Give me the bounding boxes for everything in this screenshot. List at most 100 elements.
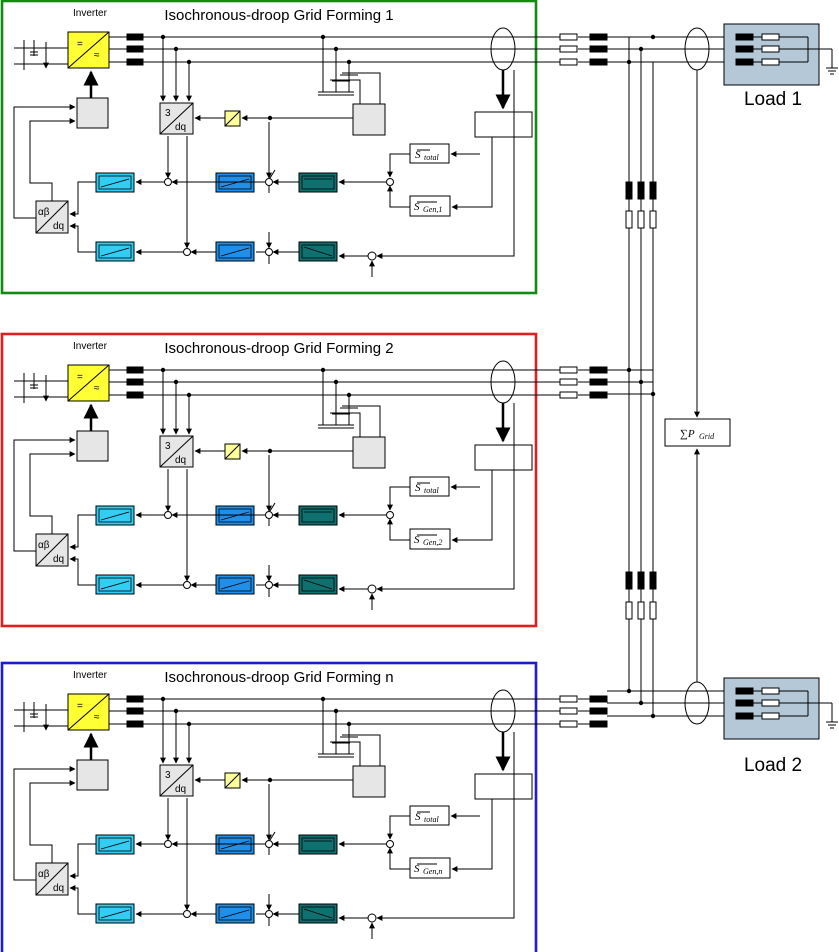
inverter-ac-symbol: ≈: [94, 712, 100, 723]
load-inductor: [735, 712, 754, 720]
s-total-sub: total: [424, 815, 439, 824]
abc-dq-diagonal: [159, 435, 194, 468]
bus-resistor: [625, 210, 633, 229]
current-controller-block: [95, 574, 135, 595]
pll-diagonal: [224, 443, 241, 460]
p-summing-junction: [367, 251, 377, 261]
alphabeta-label: αβ: [38, 869, 50, 880]
power-calc-block: [352, 436, 386, 469]
voltage-controller-block-curve: [100, 511, 130, 521]
abc-label: 3: [165, 108, 171, 119]
line-resistor: [559, 58, 578, 66]
i-summing-junction: [183, 910, 191, 918]
sum-p-sub: Grid: [699, 432, 715, 441]
p-summing-junction: [367, 584, 377, 594]
bus-resistor: [649, 210, 657, 229]
dq-label: dq: [53, 221, 64, 232]
i-ctrl-out: [69, 885, 96, 915]
wire: [342, 734, 381, 766]
s-gen-symbol: S: [414, 201, 420, 213]
load-inductor: [735, 33, 754, 41]
inverter-dc-symbol: =: [77, 372, 83, 383]
v-ctrl-out: [69, 181, 96, 217]
bus-inductor: [649, 571, 657, 590]
series-inductor: [126, 391, 144, 399]
i-ctrl-out: [69, 556, 96, 586]
current-controller-block-curve: [100, 247, 130, 257]
p-droop-block-inner: [301, 244, 335, 259]
bus-inductor: [637, 181, 645, 200]
s-gen-to-sum: [387, 185, 410, 208]
junction-dot: [267, 448, 273, 454]
current-controller-block-inner: [98, 244, 132, 259]
load-resistor: [761, 687, 780, 695]
q-controller-block-curve: [220, 511, 250, 521]
s-gen-body: [409, 857, 451, 879]
p-controller-block-inner: [218, 577, 252, 592]
alphabeta-label: αβ: [38, 207, 50, 218]
v-summing-junction: [164, 178, 172, 186]
q-droop-block-inner: [301, 508, 335, 523]
row2-summing-junction: [265, 248, 273, 256]
load-inductor: [735, 45, 754, 53]
load-resistor: [761, 45, 780, 53]
p-ref-line: [376, 732, 515, 921]
wire: [342, 405, 381, 437]
sum-p-grid-body: [664, 418, 731, 447]
v-ctrl-out: [69, 514, 96, 550]
current-controller-block-curve: [100, 580, 130, 590]
current-controller-block-curve: [100, 909, 130, 919]
q-droop-block-inner: [301, 837, 335, 852]
current-controller-block: [95, 903, 135, 924]
bus-resistor: [637, 210, 645, 229]
s-gen-to-sum: [387, 518, 410, 541]
p-ref-line: [376, 403, 515, 592]
line-resistor: [559, 45, 578, 53]
line-inductor: [589, 58, 608, 66]
s-total-symbol: S: [415, 482, 421, 494]
current-controller-block: [95, 241, 135, 262]
load-1: [723, 23, 838, 86]
series-inductor: [126, 695, 144, 703]
q-droop-block-inner: [301, 175, 335, 190]
s-gen-to-sum: [387, 847, 410, 870]
p-controller-block: [215, 241, 255, 262]
modulator-feedback: [13, 437, 76, 552]
wire: [330, 741, 361, 766]
line-inductor: [589, 378, 608, 386]
load-resistor: [761, 712, 780, 720]
line-resistor: [559, 366, 578, 374]
s-gen-sub: Gen,2: [423, 538, 442, 547]
bus-inductor: [625, 181, 633, 200]
controller-block: [474, 111, 533, 138]
abc-dq-label: dq: [175, 455, 186, 466]
line-inductor: [589, 695, 608, 703]
p-droop-block: [298, 241, 338, 262]
wire: [269, 831, 276, 841]
wire: [269, 502, 276, 512]
modulator-block: [76, 759, 109, 791]
wire: [342, 72, 381, 104]
p-controller-block-curve: [220, 580, 250, 590]
inverter-ac-symbol: ≈: [94, 383, 100, 394]
line-resistor: [559, 695, 578, 703]
s-total-symbol: S: [415, 149, 421, 161]
inverter-diagonal: [67, 693, 110, 731]
abc-label: 3: [165, 441, 171, 452]
bus-inductor: [637, 571, 645, 590]
module-frame: [0, 332, 538, 628]
dq-to-modulator: [29, 780, 76, 863]
module-title: Isochronous-droop Grid Forming 1: [164, 7, 393, 24]
row2-summing-junction: [265, 910, 273, 918]
bus-resistor: [625, 601, 633, 620]
v-summing-junction: [164, 840, 172, 848]
